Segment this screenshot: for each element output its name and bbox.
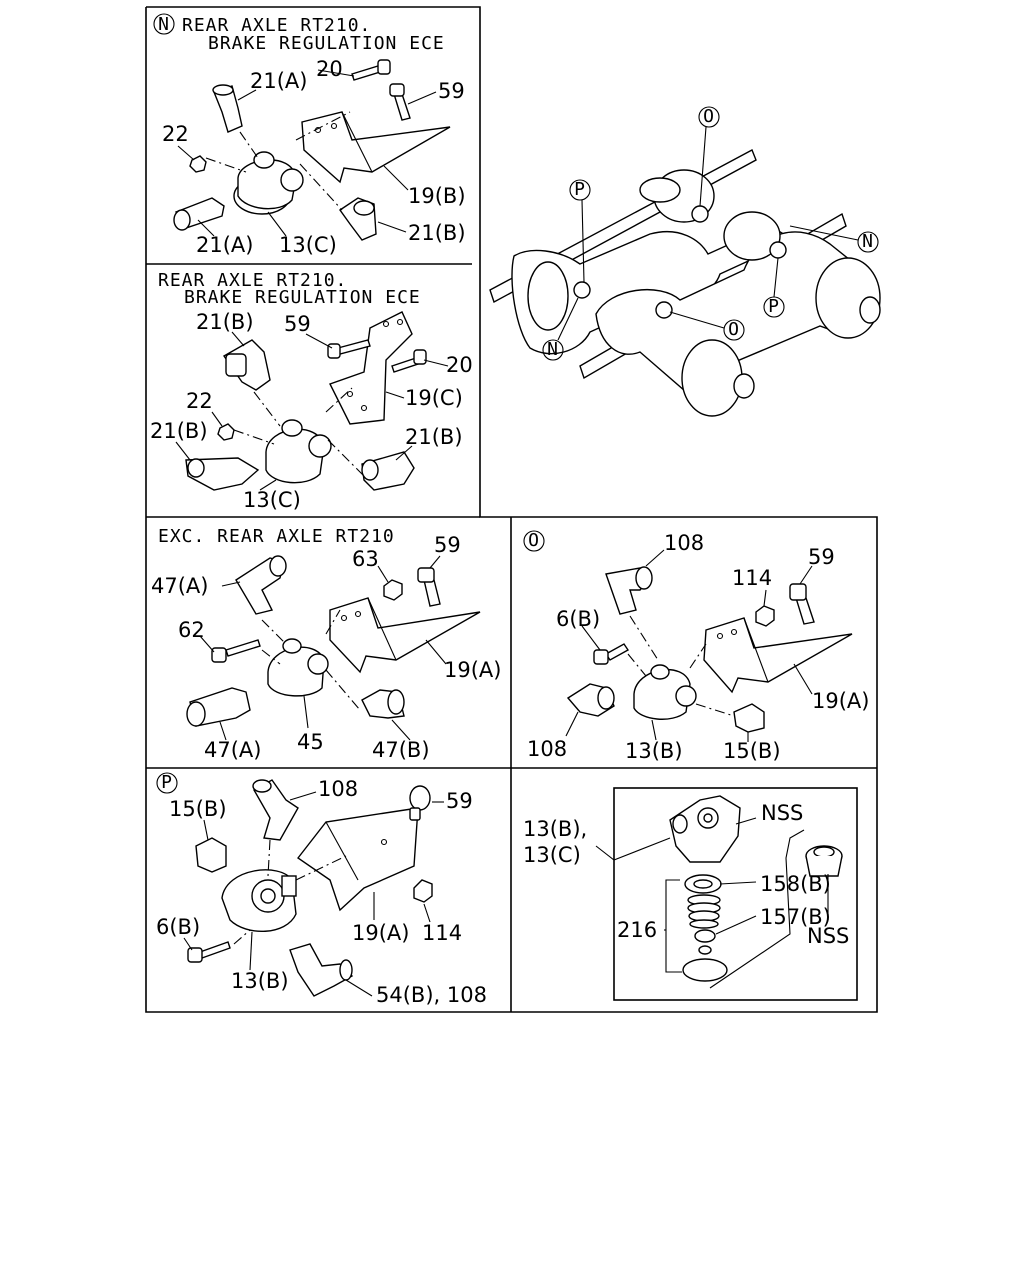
bolt-6b-o-shape bbox=[604, 643, 630, 661]
callout-o-114: 114 bbox=[732, 566, 772, 590]
nut-22-n2-shape bbox=[217, 423, 235, 441]
bolt-59-exc-shape bbox=[423, 579, 441, 607]
callout-nss-13b: 13(B), bbox=[523, 817, 587, 841]
washer-157b-shape bbox=[694, 929, 716, 943]
overview-marker-n-right: N bbox=[862, 231, 874, 252]
bolt-59-n2-shape bbox=[337, 339, 371, 355]
panel-n2: REAR AXLE RT210. BRAKE REGULATION ECE bbox=[150, 270, 473, 512]
elbow-108-p-top-shape bbox=[253, 779, 299, 841]
panel-exc-title: EXC. REAR AXLE RT210 bbox=[158, 526, 395, 547]
bracket-19b-shape bbox=[301, 111, 451, 184]
callout-21b: 21(B) bbox=[408, 221, 466, 245]
bolt-20-shape bbox=[351, 65, 381, 81]
callout-n2-21b-top: 21(B) bbox=[196, 310, 254, 334]
callout-o-108-left: 108 bbox=[527, 737, 567, 761]
callout-nss-158b: 158(B) bbox=[760, 872, 831, 896]
callout-o-13b: 13(B) bbox=[625, 739, 683, 763]
callout-n2-22: 22 bbox=[186, 389, 213, 413]
elbow-54b-shape bbox=[289, 943, 354, 997]
bolt-6b-p-shape bbox=[199, 941, 231, 959]
bracket-19a-p-shape bbox=[296, 807, 419, 912]
callout-p-114: 114 bbox=[422, 921, 462, 945]
bolt-59-o-shape bbox=[795, 597, 815, 625]
o-ring-shape bbox=[682, 958, 728, 982]
callout-exc-47a-bottom: 47(A) bbox=[204, 738, 261, 762]
callout-22: 22 bbox=[162, 122, 189, 146]
panel-n2-title-line1: REAR AXLE RT210. bbox=[158, 270, 347, 291]
callout-n2-13c: 13(C) bbox=[243, 488, 301, 512]
callout-nss-bottom: NSS bbox=[807, 924, 849, 948]
callout-p-59: 59 bbox=[446, 789, 473, 813]
elbow-21b-top-shape bbox=[222, 339, 271, 391]
nut-63-shape bbox=[383, 579, 403, 601]
nut-114-p-shape bbox=[413, 879, 433, 903]
panel-n: N REAR AXLE RT210. BRAKE REGULATION ECE bbox=[153, 13, 466, 257]
overview-marker-p-right: P bbox=[768, 296, 780, 317]
callout-o-19a: 19(A) bbox=[812, 689, 869, 713]
callout-p-13b: 13(B) bbox=[231, 969, 289, 993]
callout-nss-13c: 13(C) bbox=[523, 843, 581, 867]
panel-overview: O P N N P O bbox=[489, 106, 881, 417]
panel-o: O bbox=[523, 530, 869, 763]
panel-o-marker: O bbox=[528, 530, 540, 551]
plug-15b-p-shape bbox=[195, 837, 227, 873]
callout-exc-59: 59 bbox=[434, 533, 461, 557]
fitting-21a-top-shape bbox=[213, 85, 243, 133]
callout-59: 59 bbox=[438, 79, 465, 103]
callout-n2-21b-left: 21(B) bbox=[150, 419, 208, 443]
plug-15b-o-shape bbox=[733, 703, 765, 733]
callout-p-19a: 19(A) bbox=[352, 921, 409, 945]
spring-shape bbox=[687, 894, 721, 929]
panel-exc: EXC. REAR AXLE RT210 bbox=[151, 526, 501, 762]
callout-o-6b: 6(B) bbox=[556, 607, 600, 631]
callout-exc-47b: 47(B) bbox=[372, 738, 430, 762]
callout-21a-bottom: 21(A) bbox=[196, 233, 253, 257]
callout-exc-63: 63 bbox=[352, 547, 379, 571]
panel-p: P bbox=[156, 772, 487, 1007]
callout-nss-top: NSS bbox=[761, 801, 803, 825]
valve-body-nss-shape bbox=[669, 795, 741, 863]
callout-p-6b: 6(B) bbox=[156, 915, 200, 939]
nut-114-o-shape bbox=[755, 605, 775, 627]
panel-n-marker-circle bbox=[153, 13, 175, 35]
callout-20: 20 bbox=[316, 57, 343, 81]
callout-o-108-top: 108 bbox=[664, 531, 704, 555]
callout-19b: 19(B) bbox=[408, 184, 466, 208]
panel-n-title-line2: BRAKE REGULATION ECE bbox=[208, 33, 445, 54]
callout-p-108: 108 bbox=[318, 777, 358, 801]
callout-n2-59: 59 bbox=[284, 312, 311, 336]
panel-n-title-line1: REAR AXLE RT210. bbox=[182, 15, 371, 36]
panel-o-marker-circle bbox=[523, 530, 545, 552]
callout-n2-19c: 19(C) bbox=[405, 386, 463, 410]
callout-13c: 13(C) bbox=[279, 233, 337, 257]
callout-21a: 21(A) bbox=[250, 69, 307, 93]
bracket-19a-o-shape bbox=[703, 617, 853, 694]
callout-exc-47a-top: 47(A) bbox=[151, 574, 208, 598]
callout-exc-19a: 19(A) bbox=[444, 658, 501, 682]
callout-nss-157b: 157(B) bbox=[760, 905, 831, 929]
overview-marker-o-bottom: O bbox=[728, 319, 740, 340]
overview-marker-n-left: N bbox=[547, 339, 559, 360]
callout-exc-45: 45 bbox=[297, 730, 324, 754]
callout-p-15b: 15(B) bbox=[169, 797, 227, 821]
callout-n2-21b-right: 21(B) bbox=[405, 425, 463, 449]
panel-frames bbox=[145, 6, 878, 1013]
panel-p-marker: P bbox=[161, 772, 173, 793]
bolt-62-shape bbox=[225, 639, 261, 657]
callout-n2-20: 20 bbox=[446, 353, 473, 377]
callout-exc-62: 62 bbox=[178, 618, 205, 642]
panel-n2-title-line2: BRAKE REGULATION ECE bbox=[184, 287, 421, 308]
panel-n-marker: N bbox=[158, 14, 170, 35]
overview-marker-p-left: P bbox=[574, 179, 586, 200]
bolt-59-shape bbox=[393, 93, 411, 121]
callout-o-59: 59 bbox=[808, 545, 835, 569]
callout-nss-216: 216 bbox=[617, 918, 657, 942]
panel-p-marker-circle bbox=[156, 772, 178, 794]
bolt-59-p-shape bbox=[409, 785, 431, 811]
callout-p-54b-108: 54(B), 108 bbox=[376, 983, 487, 1007]
callout-o-15b: 15(B) bbox=[723, 739, 781, 763]
overview-marker-o-top: O bbox=[703, 106, 715, 127]
panel-nss: 13(B), 13(C) NSS 158(B) 216 157(B) NSS bbox=[523, 795, 849, 989]
